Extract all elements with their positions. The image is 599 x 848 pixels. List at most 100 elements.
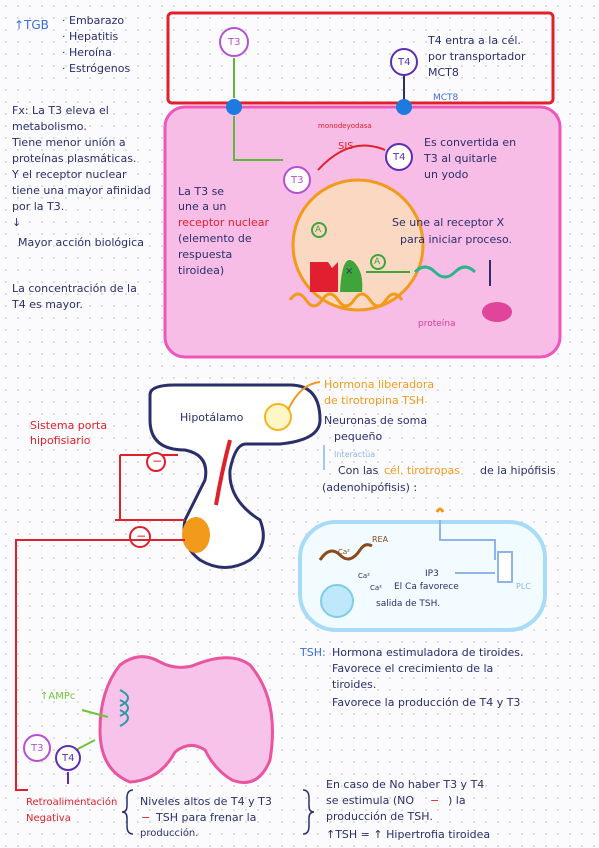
- fx-line: Tiene menor unión a: [12, 136, 126, 149]
- concentration-line: La concentración de la: [12, 282, 137, 295]
- fx-line: proteínas plasmáticas.: [12, 152, 137, 165]
- minus-sign-2: −: [136, 529, 147, 543]
- feedback-label: Retroalimentación: [26, 797, 118, 808]
- receptor-red: [310, 262, 338, 292]
- t3-circle-bottom: [23, 734, 51, 762]
- trh-title: de tirotropina TSH: [324, 394, 425, 407]
- protein-blob: [482, 302, 512, 322]
- t4-entry-line: T4 entra a la cél.: [428, 34, 521, 47]
- receptor-x-text: Se une al receptor X: [392, 216, 505, 229]
- enzyme-label: monodeyodasa: [318, 122, 372, 130]
- ca-label: Ca²: [338, 548, 350, 556]
- minus-sign-4: −: [430, 794, 440, 807]
- interaction-label: Interactúa: [334, 450, 376, 459]
- receptor-a-label: A: [374, 257, 381, 267]
- receptor-text: (elemento de: [178, 232, 252, 245]
- cause-item: · Estrógenos: [62, 62, 131, 75]
- conversion-text: Es convertida en: [424, 136, 517, 149]
- interaction-text: Con las: [338, 464, 379, 477]
- receptor-x-text: para iniciar proceso.: [400, 233, 513, 246]
- fx-result: Mayor acción biológica: [18, 236, 144, 249]
- ca-label: Ca²: [370, 584, 382, 592]
- brace-left: [121, 789, 134, 835]
- receptor-green: [340, 260, 363, 292]
- fx-arrow: ↓: [12, 216, 22, 229]
- favors-text: El Ca favorece: [394, 582, 459, 592]
- trh-arrow: [287, 381, 321, 411]
- receptor-text: tiroidea): [178, 264, 225, 277]
- minus-sign-1: −: [152, 454, 163, 468]
- transporter-dot-left: [226, 99, 242, 115]
- tsh-line: Favorece el crecimiento de la: [332, 662, 494, 675]
- t4-entry-line: MCT8: [428, 66, 459, 79]
- fx-line: por la T3.: [12, 200, 65, 213]
- minus-circle-2: [129, 526, 151, 548]
- absence-text: ↑TSH = ↑ Hipertrofia tiroidea: [326, 828, 491, 841]
- brace-right: [302, 789, 315, 835]
- conversion-text: T3 al quitarle: [424, 152, 497, 165]
- hypothalamus-label: Hipotálamo: [180, 411, 244, 424]
- portal-label: Sistema porta: [30, 419, 108, 432]
- absence-text: ) la: [448, 794, 466, 807]
- protein-label: proteína: [418, 319, 456, 329]
- receptor-a-circle-2: [370, 254, 386, 270]
- receptor-text: une a un: [178, 200, 227, 213]
- fx-line: Fx: La T3 eleva el: [12, 104, 109, 117]
- high-levels-text: Niveles altos de T4 y T3: [140, 795, 272, 808]
- t4-entry-line: por transportador: [428, 50, 526, 63]
- tsh-line: Favorece la producción de T4 y T3: [332, 696, 521, 709]
- tgb-title: ↑TGB: [14, 18, 49, 32]
- cause-item: · Hepatitis: [62, 30, 119, 43]
- thyroid-gland: [98, 655, 274, 784]
- t4-label-top: T4: [398, 57, 411, 68]
- receptor-x-mark: ×: [345, 266, 354, 277]
- receptor-nuclear-label: receptor nuclear: [178, 216, 269, 229]
- absence-text: producción de TSH.: [326, 810, 433, 823]
- interaction-text: de la hipófisis: [480, 464, 556, 477]
- tsh-line: tiroides.: [332, 678, 377, 691]
- high-levels-text: TSH para frenar la: [156, 811, 257, 824]
- concentration-line: T4 es mayor.: [12, 298, 83, 311]
- t4-circle-bottom: [55, 745, 81, 771]
- fx-line: metabolismo.: [12, 120, 87, 133]
- transporter-dot-right: [396, 99, 412, 115]
- trh-molecule: [435, 507, 445, 513]
- mct8-label: MCT8: [433, 93, 459, 103]
- tsh-vesicle: [320, 584, 354, 618]
- thyrotropes-label: cél. tirotropas: [384, 464, 461, 477]
- t3-circle-top: [219, 27, 249, 57]
- t3-circle-inside: [283, 166, 311, 194]
- minus-sign-3: −: [141, 811, 151, 824]
- ca-label: Ca²: [358, 572, 370, 580]
- feedback-label: Negativa: [26, 813, 71, 824]
- absence-text: se estimula (NO: [326, 794, 415, 807]
- amp-arrow: [81, 709, 109, 718]
- conversion-text: un yodo: [424, 168, 469, 181]
- trh-title: Hormona liberadora: [324, 378, 435, 391]
- conversion-arrow: [317, 144, 386, 171]
- t3-label-bottom: T3: [31, 743, 44, 754]
- neuron-soma: [264, 403, 292, 431]
- absence-text: En caso de No haber T3 y T4: [326, 778, 485, 791]
- high-levels-text: producción.: [140, 828, 199, 839]
- plc-label: PLC: [516, 582, 531, 591]
- minus-circle-1: [146, 452, 166, 472]
- cause-item: · Embarazo: [62, 14, 125, 27]
- amp-label: ↑AMPc: [40, 691, 76, 702]
- receptor-text: respuesta: [178, 248, 233, 261]
- t4-label-inside: T4: [393, 152, 406, 163]
- receptor-text: La T3 se: [178, 185, 225, 198]
- receptor-a-label: A: [315, 225, 322, 235]
- t4-circle-top: [390, 48, 418, 76]
- t4-label-bottom: T4: [62, 753, 75, 764]
- t3-inside-arrow: [233, 116, 283, 161]
- ip3-label: IP3: [425, 569, 439, 579]
- favors-text: salida de TSH.: [376, 599, 441, 609]
- neurons-text: Neuronas de soma: [324, 414, 428, 427]
- portal-vessel: [214, 439, 232, 506]
- portal-label: hipofisiario: [30, 434, 91, 447]
- receptor-a-circle-1: [311, 222, 327, 238]
- rer-shape: [318, 543, 373, 561]
- cell-membrane-box: [166, 11, 555, 105]
- sis-label: SIS: [338, 141, 354, 152]
